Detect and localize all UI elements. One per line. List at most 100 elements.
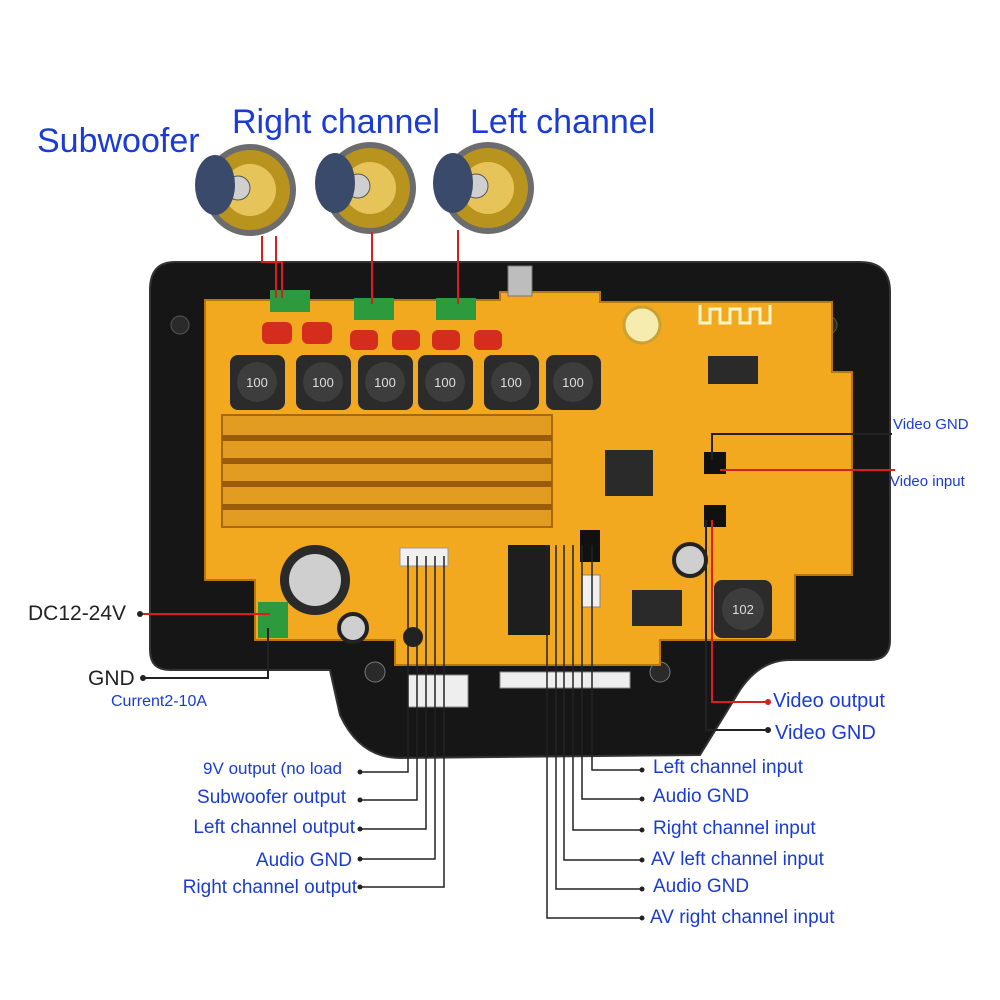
inductor: 100 [484, 355, 539, 410]
wire-dot [639, 767, 645, 773]
inductor: 100 [358, 355, 413, 410]
audio-chip [508, 545, 550, 635]
wire-dot [639, 827, 645, 833]
speaker-subwoofer [195, 144, 296, 236]
heatsink [221, 414, 553, 528]
inductor: 100 [418, 355, 473, 410]
mount-hole-bl [364, 661, 386, 683]
speaker-left [433, 142, 534, 234]
red-capacitor [302, 322, 332, 344]
wire-right-in [572, 545, 642, 831]
wire-right-out [360, 556, 445, 888]
label-av-left-channel-input: AV left channel input [651, 849, 824, 870]
regulator-chip [632, 590, 682, 626]
terminal-left [436, 298, 476, 320]
wire-dot [357, 826, 363, 832]
wire-dot [765, 699, 771, 705]
wire-subwoofer [261, 236, 283, 298]
label-dc-voltage: DC12-24V [28, 602, 127, 625]
inductor-mark: 100 [312, 375, 334, 390]
inductor: 100 [546, 355, 601, 410]
label-subwoofer: Subwoofer [37, 122, 200, 160]
terminal-right [354, 298, 394, 320]
wire-9v [360, 556, 409, 773]
inductor-mark: 100 [434, 375, 456, 390]
wire-av-right [546, 545, 642, 919]
wire-dot [639, 886, 645, 892]
label-current: Current2-10A [111, 693, 208, 710]
inductor-mark: 100 [500, 375, 522, 390]
red-capacitor [262, 322, 292, 344]
label-video-gnd-top: Video GND [893, 416, 969, 433]
input-chip [580, 530, 600, 562]
bottom-header-left [407, 674, 469, 708]
inductor: 102 [714, 580, 772, 638]
switch [507, 265, 533, 297]
speaker-right [315, 142, 416, 234]
heatsink-fin [222, 504, 552, 510]
red-capacitor [392, 330, 420, 350]
label-audio-gnd-2: Audio GND [653, 876, 750, 897]
label-right-channel-output: Right channel output [182, 877, 357, 898]
red-capacitor [474, 330, 502, 350]
video-chip-bottom [704, 505, 726, 527]
wire-dot [137, 611, 143, 617]
red-capacitor [432, 330, 460, 350]
terminal-subwoofer [270, 290, 310, 312]
red-capacitor [350, 330, 378, 350]
label-video-gnd-bottom: Video GND [775, 722, 876, 744]
output-header [399, 547, 449, 567]
wire-video-output [711, 520, 768, 703]
wire-dot [357, 856, 363, 862]
small-capacitor [337, 612, 369, 644]
label-left-channel-output: Left channel output [193, 817, 355, 838]
wire-left-out [360, 556, 427, 830]
heatsink-fin [222, 435, 552, 441]
wire-av-left [563, 545, 642, 861]
terminal-power [258, 602, 288, 638]
inductor-mark: 100 [246, 375, 268, 390]
coin-cell [622, 305, 662, 345]
bt-antenna [698, 305, 772, 325]
label-left-channel-input: Left channel input [653, 757, 804, 778]
wire-dot [639, 915, 645, 921]
heatsink-fin [222, 458, 552, 464]
inductor: 100 [296, 355, 351, 410]
label-audio-gnd-left: Audio GND [255, 850, 352, 871]
label-9v-output: 9V output (no load [203, 759, 342, 778]
input-chip-2 [581, 574, 601, 608]
mount-hole-tl [170, 315, 190, 335]
wire-audio-gnd-1 [581, 545, 642, 800]
label-right-channel-input: Right channel input [653, 818, 816, 839]
label-left-channel: Left channel [470, 103, 656, 141]
label-video-output: Video output [773, 690, 885, 712]
small-capacitor [403, 627, 423, 647]
wire-sub-out [360, 556, 418, 801]
wire-video-gnd-bottom [705, 520, 768, 731]
wire-audio-gnd-2 [555, 545, 642, 890]
wire-dot [357, 884, 363, 890]
label-gnd: GND [88, 667, 135, 690]
inductor-mark: 100 [374, 375, 396, 390]
bottom-header-right [499, 671, 631, 689]
wire-dot [639, 796, 645, 802]
wire-gnd [143, 628, 269, 679]
inductor: 100 [230, 355, 285, 410]
bt-chip [708, 356, 758, 384]
wire-audio-gnd-l [360, 556, 436, 860]
heatsink-fin [222, 481, 552, 487]
label-audio-gnd-1: Audio GND [653, 786, 750, 807]
wire-dot [357, 769, 363, 775]
inductor-mark: 102 [732, 602, 754, 617]
video-chip-top [704, 452, 726, 474]
wire-dot [765, 727, 771, 733]
wire-left-in [591, 545, 642, 771]
label-av-right-channel-input: AV right channel input [650, 907, 835, 928]
label-subwoofer-output: Subwoofer output [197, 787, 346, 808]
inductor-mark: 100 [562, 375, 584, 390]
label-right-channel: Right channel [232, 103, 440, 141]
main-chip [605, 450, 653, 496]
wire-dot [639, 857, 645, 863]
wire-video-gnd-top [711, 433, 892, 460]
